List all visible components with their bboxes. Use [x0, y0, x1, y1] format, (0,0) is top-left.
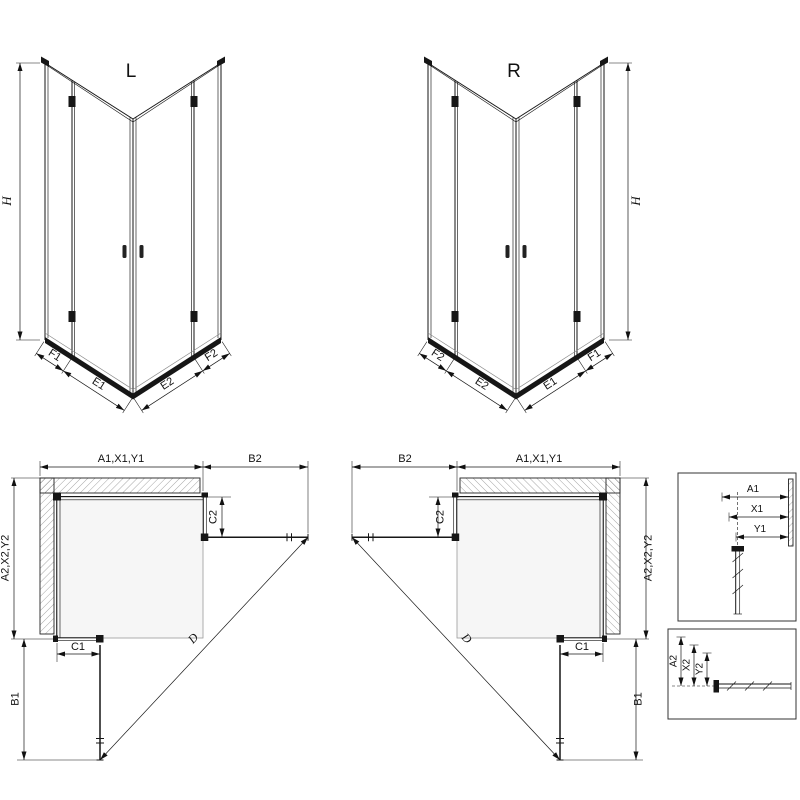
dim-label-a2x2y2-right: A2,X2,Y2 [643, 535, 655, 581]
dim-label-c2-right: C2 [435, 510, 447, 524]
plan-shape-right [351, 477, 621, 761]
dim-label-height-left: H [0, 196, 14, 207]
dim-label-height-right: H [628, 196, 643, 207]
dim-label-b2-left: B2 [248, 453, 261, 465]
view-title-left: L [126, 61, 137, 82]
detail-dim-label-y1: Y1 [754, 524, 767, 535]
dim-label-a1x1y1-right: A1,X1,Y1 [516, 453, 562, 465]
detail-dim-label-y2: Y2 [695, 662, 706, 675]
dim-label-f2-left: F2 [203, 347, 220, 364]
detail-wall-profile-vertical: A1 X1 Y1 [677, 472, 797, 622]
dim-label-c1-right: C1 [575, 641, 589, 653]
dim-label-b2-right: B2 [398, 453, 411, 465]
dim-label-b1-right: B1 [633, 692, 645, 705]
enclosure-3d-right [423, 56, 609, 400]
front-view-left: L H F1 E1 E2 F2 [0, 56, 231, 414]
dim-label-c1-left: C1 [71, 641, 85, 653]
dim-label-f1-left: F1 [46, 347, 63, 364]
dim-label-f1-right: F1 [586, 347, 603, 364]
front-view-right: R H F2 E2 E1 F1 [418, 56, 643, 414]
detail-dim-label-x1: X1 [751, 504, 764, 515]
dim-label-f2-right: F2 [429, 347, 446, 364]
view-title-right: R [507, 61, 521, 82]
plan-shape-left [39, 477, 309, 761]
dim-label-a2x2y2-left: A2,X2,Y2 [0, 535, 12, 581]
plan-view-right: B2 A1,X1,Y1 C2 A2,X2,Y2 C1 B1 D [351, 453, 655, 761]
enclosure-3d-left [40, 56, 226, 400]
detail-dim-label-a2: A2 [669, 654, 680, 667]
dim-label-b1-left: B1 [10, 692, 22, 705]
detail-dim-label-x2: X2 [682, 658, 693, 671]
detail-dim-label-a1: A1 [747, 484, 760, 495]
dim-label-a1x1y1-left: A1,X1,Y1 [98, 453, 144, 465]
plan-view-left: A1,X1,Y1 B2 C2 A2,X2,Y2 C1 B1 D [0, 453, 309, 761]
detail-wall-profile-horizontal: A2 X2 Y2 [667, 628, 797, 720]
dim-label-c2-left: C2 [208, 510, 220, 524]
